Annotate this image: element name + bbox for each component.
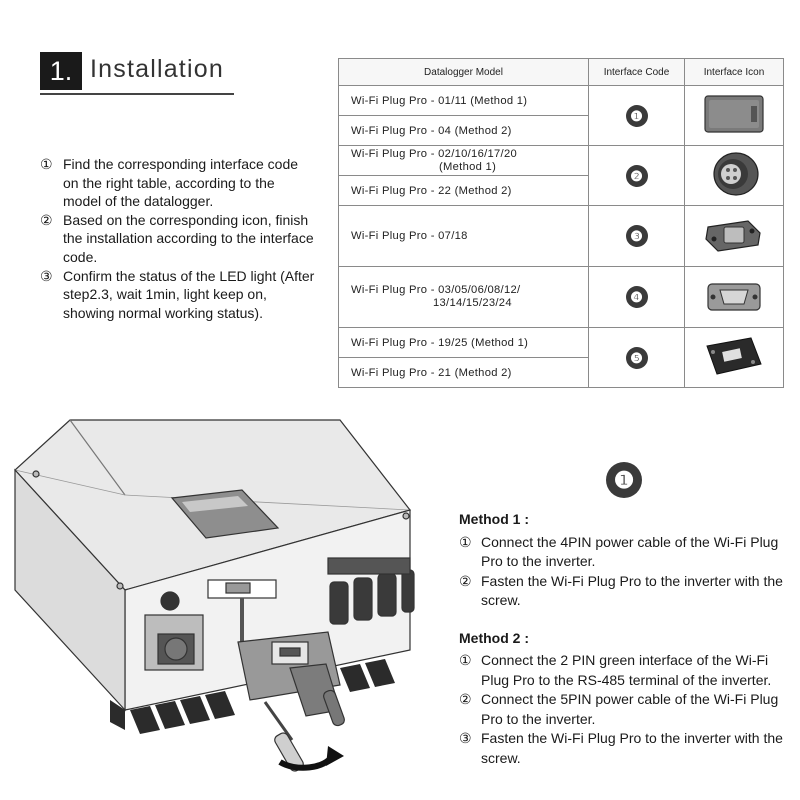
method-title: Method 1 : xyxy=(459,511,529,527)
model-cell: Wi-Fi Plug Pro - 22 (Method 2) xyxy=(338,175,589,206)
column-header-code: Interface Code xyxy=(588,58,685,86)
code-badge: ❹ xyxy=(625,286,648,308)
step-number: ① xyxy=(40,156,53,172)
method-step: ③ Fasten the Wi-Fi Plug Pro to the inver… xyxy=(459,729,794,768)
model-line: (Method 1) xyxy=(439,160,497,173)
code-badge: ❺ xyxy=(625,346,648,369)
model-cell: Wi-Fi Plug Pro - 04 (Method 2) xyxy=(338,115,589,146)
methods-section: Method 1 : ① Connect the 4PIN power cabl… xyxy=(459,510,794,786)
method-step: ① Connect the 2 PIN green interface of t… xyxy=(459,651,794,690)
step-item: ③ Confirm the status of the LED light (A… xyxy=(40,267,315,323)
interface-table: Datalogger Model Interface Code Interfac… xyxy=(338,58,784,388)
round-connector-icon xyxy=(713,152,759,196)
section-number: 1. xyxy=(40,52,82,90)
table-row: Wi-Fi Plug Pro - 03/05/06/08/12/ 13/14/1… xyxy=(338,266,784,328)
interface-code-badge: ❶ xyxy=(606,462,642,498)
model-line: Wi-Fi Plug Pro - 03/05/06/08/12/ xyxy=(351,284,521,296)
rs485-panel-icon xyxy=(704,95,764,133)
icon-cell xyxy=(684,205,784,267)
column-header-model: Datalogger Model xyxy=(338,58,589,86)
method-step: ② Connect the 5PIN power cable of the Wi… xyxy=(459,690,794,729)
model-cell: Wi-Fi Plug Pro - 21 (Method 2) xyxy=(338,357,589,388)
board-port-icon xyxy=(706,337,762,375)
header-underline xyxy=(40,93,234,95)
step-text: Confirm the status of the LED light (Aft… xyxy=(63,267,315,321)
table-row: Wi-Fi Plug Pro - 01/11 (Method 1) ❶ xyxy=(338,85,784,146)
step-text: Fasten the Wi-Fi Plug Pro to the inverte… xyxy=(481,572,783,609)
db9-connector-icon xyxy=(707,282,761,311)
model-cell: Wi-Fi Plug Pro - 07/18 xyxy=(338,205,589,267)
code-badge: ❶ xyxy=(625,104,648,127)
column-header-icon: Interface Icon xyxy=(684,58,784,86)
step-text: Based on the corresponding icon, finish … xyxy=(63,211,314,265)
step-number: ③ xyxy=(40,267,53,284)
step-text: Connect the 5PIN power cable of the Wi-F… xyxy=(481,691,779,727)
flange-connector-icon xyxy=(705,219,761,252)
code-badge: ❷ xyxy=(625,164,648,187)
code-cell: ❹ xyxy=(588,266,685,328)
table-header-row: Datalogger Model Interface Code Interfac… xyxy=(338,58,784,86)
step-text: Fasten the Wi-Fi Plug Pro to the inverte… xyxy=(481,730,783,766)
method-2: Method 2 : ① Connect the 2 PIN green int… xyxy=(459,629,794,769)
step-item: ① Find the corresponding interface code … xyxy=(40,155,315,211)
step-number: ② xyxy=(40,211,53,228)
method-title: Method 2 : xyxy=(459,629,529,646)
code-cell: ❶ xyxy=(588,85,685,146)
step-number: ② xyxy=(459,572,472,589)
section-header: 1. Installation xyxy=(40,52,234,98)
model-cell: Wi-Fi Plug Pro - 02/10/16/17/20 (Method … xyxy=(338,145,589,176)
code-badge: ❸ xyxy=(625,225,648,247)
page-title: Installation xyxy=(90,55,224,83)
model-cell: Wi-Fi Plug Pro - 19/25 (Method 1) xyxy=(338,327,589,358)
code-cell: ❸ xyxy=(588,205,685,267)
step-item: ② Based on the corresponding icon, finis… xyxy=(40,211,315,267)
installation-steps: ① Find the corresponding interface code … xyxy=(40,155,315,322)
step-number: ① xyxy=(459,533,472,550)
method-step: ② Fasten the Wi-Fi Plug Pro to the inver… xyxy=(459,572,794,611)
inverter-installation-illustration xyxy=(14,419,415,772)
table-row: Wi-Fi Plug Pro - 21 (Method 2) xyxy=(338,357,784,388)
step-text: Find the corresponding interface code on… xyxy=(63,156,299,210)
step-number: ① xyxy=(459,652,472,668)
icon-cell xyxy=(684,266,784,328)
step-number: ③ xyxy=(459,730,472,746)
icon-cell xyxy=(684,85,784,146)
step-number: ② xyxy=(459,691,472,707)
method-1: Method 1 : ① Connect the 4PIN power cabl… xyxy=(459,510,794,611)
step-text: Connect the 2 PIN green interface of the… xyxy=(481,652,772,688)
model-cell: Wi-Fi Plug Pro - 01/11 (Method 1) xyxy=(338,85,589,116)
code-cell: ❺ xyxy=(588,327,685,388)
table-row: Wi-Fi Plug Pro - 02/10/16/17/20 (Method … xyxy=(338,145,784,206)
code-cell: ❷ xyxy=(588,145,685,206)
method-step: ① Connect the 4PIN power cable of the Wi… xyxy=(459,533,794,572)
icon-cell xyxy=(684,145,784,206)
model-line: Wi-Fi Plug Pro - 02/10/16/17/20 xyxy=(351,147,518,160)
table-row: Wi-Fi Plug Pro - 07/18 ❸ xyxy=(338,205,784,267)
model-line: 13/14/15/23/24 xyxy=(433,297,512,309)
table-row: Wi-Fi Plug Pro - 19/25 (Method 1) ❺ xyxy=(338,327,784,388)
icon-cell xyxy=(684,327,784,388)
model-cell: Wi-Fi Plug Pro - 03/05/06/08/12/ 13/14/1… xyxy=(338,266,589,328)
step-text: Connect the 4PIN power cable of the Wi-F… xyxy=(481,533,779,570)
